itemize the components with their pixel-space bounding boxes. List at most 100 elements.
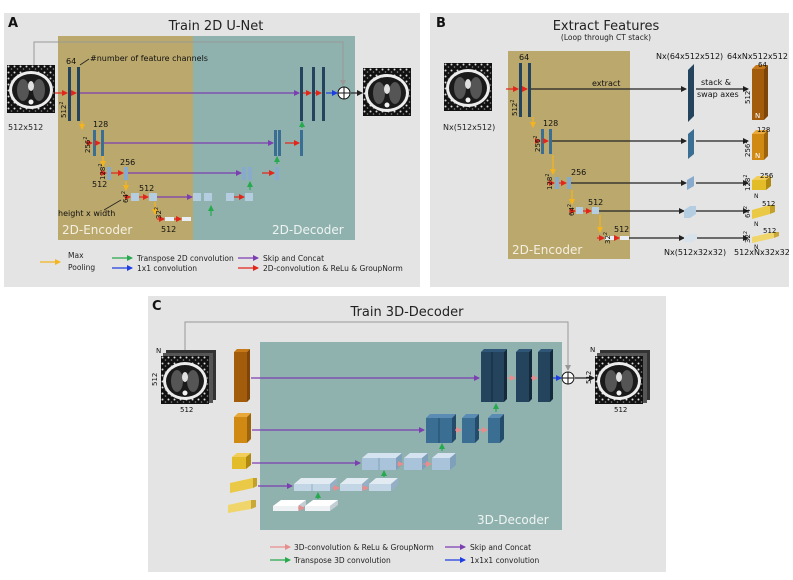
encoder-feature-cube xyxy=(228,500,256,513)
feature-map xyxy=(576,207,583,214)
panel-b-encoder-label: 2D-Encoder xyxy=(512,243,582,257)
feature-map xyxy=(541,129,544,154)
panel-b-channel-label: 64 xyxy=(519,53,529,62)
panel-c-size-label: 512 xyxy=(151,373,159,386)
feature-map xyxy=(519,63,522,117)
feature-map xyxy=(242,167,246,180)
panel-a-annotation-channels: #number of feature channels xyxy=(90,54,208,63)
feature-map xyxy=(149,193,157,201)
feature-map xyxy=(528,63,531,117)
panel-a-annotation-size: height x width xyxy=(58,209,115,218)
feature-map xyxy=(226,193,234,201)
output-cuboid xyxy=(752,176,771,190)
panel-b-channel-label: 256 xyxy=(571,168,586,177)
feature-map xyxy=(245,193,253,201)
panel-b-input-ct-image xyxy=(444,63,492,111)
panel-a-channel-label: 128 xyxy=(93,120,108,129)
annotation-pointer xyxy=(103,199,122,211)
panel-a-letter: A xyxy=(8,16,18,31)
feature-map xyxy=(93,130,96,156)
panel-c-residual-connection xyxy=(184,321,571,371)
encoder-feature-cube xyxy=(230,478,257,493)
decoder-block-level4 xyxy=(294,478,398,491)
feature-map xyxy=(567,177,571,189)
decoder-block-level3 xyxy=(362,453,456,470)
cube-top-label: 128 xyxy=(757,126,770,134)
encoder-feature-cube xyxy=(232,453,251,469)
feature-map xyxy=(300,67,303,121)
feature-map xyxy=(68,67,71,121)
cube-n-label: N xyxy=(755,152,760,160)
cube-side-label: 5122 xyxy=(743,87,752,104)
panel-a-encoder-label: 2D-Encoder xyxy=(62,223,132,237)
panel-a-input-size: 512x512 xyxy=(8,123,43,132)
panel-b-channel-label: 512 xyxy=(614,225,629,234)
panel-a-output-ct-image xyxy=(363,68,411,116)
feature-map xyxy=(165,217,174,221)
legend-skip: Skip and Concat xyxy=(470,543,531,552)
cube-side-label: 642 xyxy=(743,206,752,218)
panel-b-title: Extract Features xyxy=(553,19,660,34)
cube-top-label: 64 xyxy=(758,61,767,69)
panel-b-input-size: Nx(512x512) xyxy=(443,123,495,132)
feature-map xyxy=(107,167,111,180)
extracted-stack xyxy=(688,64,694,122)
panel-c-input-ct-stack xyxy=(161,350,216,404)
panel-a-size-label: 1282 xyxy=(98,163,107,180)
legend-conv: 3D-convolution & ReLu & GroupNorm xyxy=(294,543,434,552)
encoder-feature-cube xyxy=(234,349,250,402)
legend-maxpool: Max xyxy=(68,251,84,260)
panel-c-decoder-label: 3D-Decoder xyxy=(477,513,549,527)
cube-n-label: N xyxy=(754,221,759,228)
panel-c-letter: C xyxy=(152,299,162,314)
panel-b-size-label: 1282 xyxy=(545,173,554,190)
feature-map xyxy=(101,130,104,156)
feature-map xyxy=(312,67,315,121)
panel-b-output-bottom-left: Nx(512x32x32) xyxy=(664,248,726,257)
feature-map xyxy=(274,130,277,156)
panel-b-channel-label: 512 xyxy=(588,198,603,207)
decoder-block-top xyxy=(481,349,553,402)
panel-b-size-label: 642 xyxy=(567,204,576,216)
output-cuboid xyxy=(752,65,768,120)
feature-map xyxy=(124,167,128,180)
panel-a-residual-connection xyxy=(33,41,346,86)
panel-c-n-label: N xyxy=(590,346,595,354)
panel-b-size-label: 2562 xyxy=(533,135,542,152)
panel-b-size-label: 5122 xyxy=(510,99,519,116)
panel-a-size-label: 5122 xyxy=(59,101,68,118)
output-cuboid xyxy=(752,232,779,243)
feature-map xyxy=(549,129,552,154)
cube-top-label: 256 xyxy=(760,172,774,180)
panel-b-subtitle: (Loop through CT stack) xyxy=(561,33,651,42)
panel-a-input-ct-image xyxy=(7,65,55,113)
panel-a-bottom-size: 512 xyxy=(92,180,107,189)
legend-conv1x1: 1x1 convolution xyxy=(137,264,197,273)
panel-a-channel-label: 512 xyxy=(139,184,154,193)
panel-b-size-label: 322 xyxy=(603,232,612,244)
legend-conv1x1: 1x1x1 convolution xyxy=(470,556,540,565)
feature-map xyxy=(193,193,201,201)
feature-map xyxy=(605,236,614,240)
feature-map xyxy=(182,217,191,221)
panel-a-title: Train 2D U-Net xyxy=(168,19,264,34)
panel-a-channel-label: 64 xyxy=(66,57,76,66)
feature-map xyxy=(322,67,325,121)
annotation-pointer xyxy=(79,58,90,66)
output-cuboid xyxy=(752,130,768,160)
legend-maxpool: Pooling xyxy=(68,263,95,272)
panel-b-output-top-left: Nx(64x512x512) xyxy=(656,52,723,61)
panel-a-decoder-label: 2D-Decoder xyxy=(272,223,344,237)
cube-n-label: N xyxy=(754,244,759,251)
cube-top-label: 512 xyxy=(763,227,776,235)
panel-b-extract-label: extract xyxy=(592,79,620,88)
legend-transpose: Transpose 2D convolution xyxy=(136,254,234,263)
feature-map xyxy=(77,67,80,121)
panel-a-legend: Max Pooling Transpose 2D convolution 1x1… xyxy=(40,251,403,273)
feature-map xyxy=(204,193,212,201)
extracted-stack xyxy=(684,206,696,218)
cube-n-label: N xyxy=(755,112,760,120)
panel-c-size-label: 512 xyxy=(585,371,593,384)
panel-a-bottom-size: 512 xyxy=(161,225,176,234)
